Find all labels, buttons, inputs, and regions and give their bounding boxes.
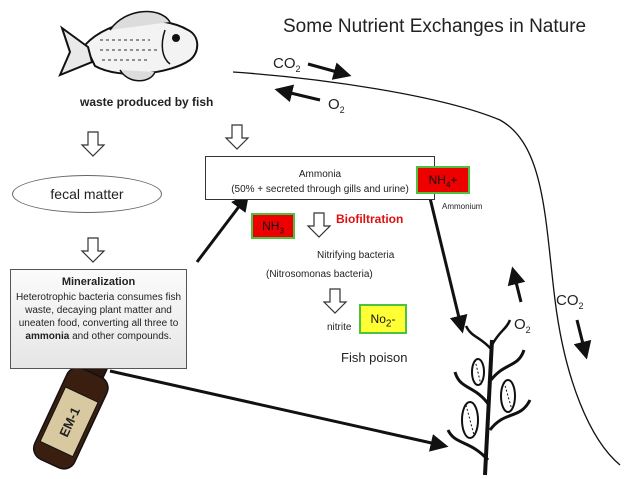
nitrite-label: nitrite — [327, 322, 352, 333]
nh3-main: NH — [262, 219, 280, 233]
arrow-bottle-to-plant — [109, 369, 449, 452]
hollow-arrow-ammonia-to-nitrifying — [306, 212, 332, 238]
corn-plant-icon — [446, 319, 532, 476]
mineralization-text-after: and other compounds. — [69, 331, 172, 342]
mineralization-text: Heterotrophic bacteria consumes fish was… — [11, 291, 186, 343]
co2-top-label: CO2 — [273, 55, 301, 74]
no2-main: No — [370, 312, 386, 326]
cycle-curve-line — [232, 71, 621, 466]
o2-top-main: O — [328, 96, 340, 113]
no2-box: No2- — [359, 304, 407, 334]
mineralization-text-before: Heterotrophic bacteria consumes fish was… — [15, 292, 182, 329]
no2-sub: 2 — [385, 318, 392, 330]
arrow-ammonium-to-plant — [428, 197, 468, 334]
fecal-matter-label: fecal matter — [50, 186, 124, 202]
co2-right-label: CO2 — [556, 292, 584, 311]
ammonia-title: Ammonia — [298, 169, 342, 180]
nh4-box: NH4+ — [416, 166, 470, 194]
hollow-arrow-fish-to-fecal — [80, 131, 106, 157]
nh4-sub: 4 — [445, 180, 451, 190]
o2-right-label: O2 — [514, 316, 531, 335]
co2-top-sub: 2 — [295, 64, 301, 74]
hollow-arrow-fish-to-ammonia — [224, 124, 250, 150]
arrow-o2-right — [507, 266, 526, 303]
hollow-arrow-nitrifying-to-nitrite — [322, 288, 348, 314]
mineralization-box: Mineralization Heterotrophic bacteria co… — [10, 269, 187, 369]
ammonium-label: Ammonium — [442, 202, 483, 211]
arrow-o2-top — [274, 84, 321, 103]
nh4-main: NH — [428, 173, 446, 187]
nh4-suffix: + — [450, 173, 458, 187]
o2-right-sub: 2 — [525, 325, 531, 335]
arrow-co2-right — [573, 319, 592, 360]
arrow-mineralization-to-ammonia — [195, 193, 250, 263]
biofiltration-label: Biofiltration — [336, 212, 404, 226]
nitrifying-label: Nitrifying bacteria — [317, 250, 395, 261]
fecal-matter-oval: fecal matter — [12, 175, 162, 213]
mineralization-text-bold: ammonia — [25, 331, 70, 342]
no2-suffix: - — [391, 312, 396, 326]
o2-top-label: O2 — [328, 96, 345, 115]
ammonia-box: Ammonia (50% + secreted through gills an… — [205, 156, 435, 200]
nh3-sub: 3 — [279, 226, 284, 236]
arrow-co2-top — [307, 62, 352, 80]
o2-top-sub: 2 — [339, 105, 345, 115]
nh3-box: NH3 — [251, 213, 295, 239]
co2-right-main: CO — [556, 292, 579, 309]
fish-icon — [58, 10, 199, 82]
nitrosomonas-label: (Nitrosomonas bacteria) — [266, 269, 373, 280]
co2-right-sub: 2 — [578, 301, 584, 311]
fish-poison-label: Fish poison — [341, 350, 408, 365]
co2-top-main: CO — [273, 55, 296, 72]
mineralization-title: Mineralization — [61, 276, 136, 288]
diagram-title: Some Nutrient Exchanges in Nature — [283, 16, 587, 37]
hollow-arrow-fecal-to-mineralization — [80, 237, 106, 263]
ammonia-detail: (50% + secreted through gills and urine) — [231, 184, 409, 195]
o2-right-main: O — [514, 316, 526, 333]
fish-waste-label: waste produced by fish — [80, 95, 214, 109]
